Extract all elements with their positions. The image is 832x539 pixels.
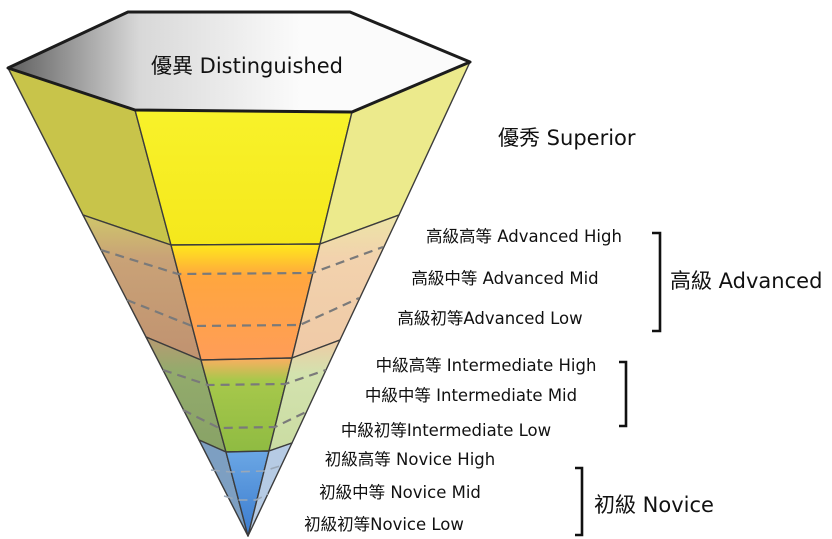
advanced-mid-label: 高級中等 Advanced Mid [411,269,598,288]
advanced-high-label: 高級高等 Advanced High [426,227,622,246]
intermediate-divider-high-mid [162,368,327,387]
superior-label: 優秀 Superior [498,126,636,150]
intermediate-mid-label: 中級中等 Intermediate Mid [365,386,577,405]
intermediate-low-label: 中級初等Intermediate Low [341,421,551,440]
advanced-bracket [652,231,662,333]
novice-divider-mid-low [223,493,269,501]
novice-high-label: 初級高等 Novice High [325,450,495,469]
novice-mid-label: 初級中等 Novice Mid [319,483,481,502]
intermediate-divider-mid-low [182,409,307,430]
novice-low-label: 初級初等Novice Low [304,515,464,534]
superior-band-front-face [134,109,353,246]
advanced-low-label: 高級初等Advanced Low [397,309,582,328]
distinguished-label: 優異 Distinguished [151,54,343,78]
intermediate-bracket [619,360,628,428]
novice-bracket [575,466,584,537]
novice-band-right-face [247,442,293,537]
advanced-divider-mid-low [126,296,360,328]
novice-group-label: 初級 Novice [594,493,714,517]
novice-divider-high-mid [210,464,284,473]
advanced-group-label: 高級 Advanced [670,269,822,293]
intermediate-high-label: 中級高等 Intermediate High [376,356,597,375]
distinguished-top-face [6,10,472,114]
